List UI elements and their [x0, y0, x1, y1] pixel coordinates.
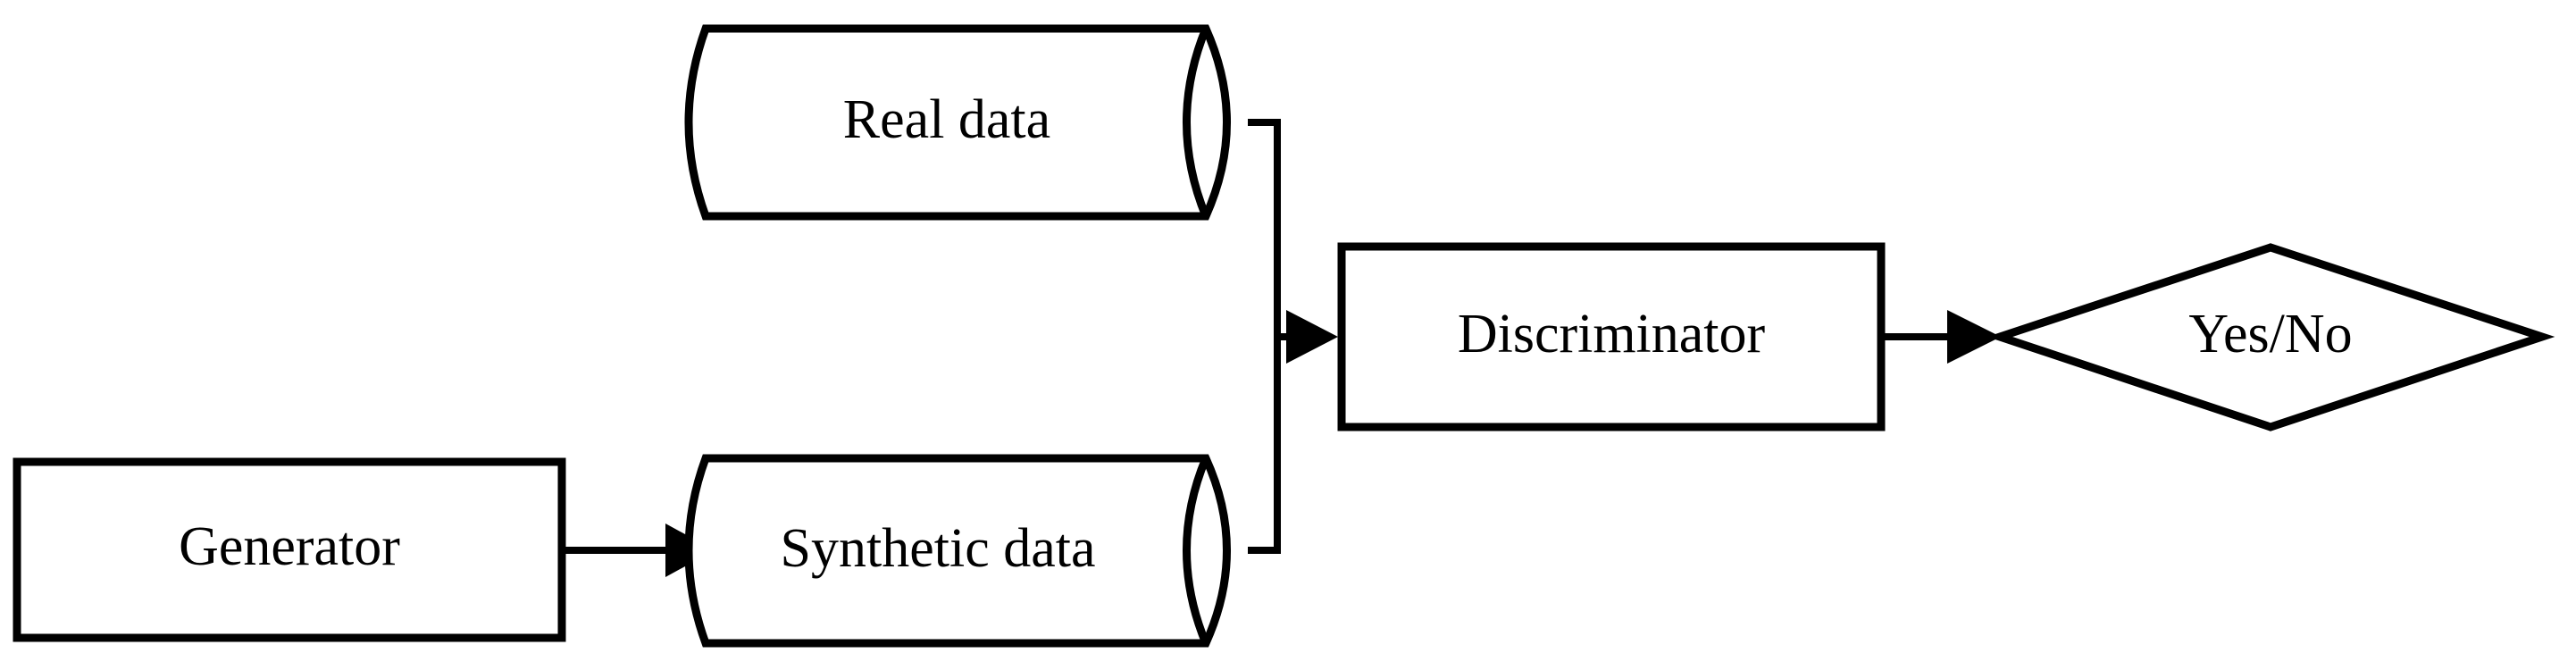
arrowhead-icon — [1947, 310, 2001, 364]
node-generator[interactable]: Generator — [13, 457, 566, 642]
synthetic-data-cylinder-cap — [1183, 456, 1210, 645]
yes-no-diamond — [1986, 243, 2555, 431]
edge-merge-bus — [1248, 119, 1281, 554]
node-synthetic-data[interactable]: Synthetic data — [684, 454, 1231, 648]
arrowhead-icon — [1286, 310, 1338, 364]
discriminator-label: Discriminator — [1458, 304, 1766, 364]
edge-discriminator-to-yes-no — [1885, 310, 2001, 364]
node-discriminator[interactable]: Discriminator — [1337, 242, 1886, 431]
node-yes-no[interactable]: Yes/No — [1986, 243, 2555, 431]
generator-label: Generator — [179, 516, 400, 577]
real-data-label: Real data — [843, 89, 1050, 150]
real-data-cylinder-cap — [1183, 27, 1210, 218]
generator-box — [13, 457, 566, 642]
synthetic-data-label: Synthetic data — [781, 518, 1096, 579]
yes-no-label: Yes/No — [2188, 304, 2352, 364]
node-real-data[interactable]: Real data — [684, 24, 1231, 221]
discriminator-box — [1337, 242, 1886, 431]
edge-data-to-discriminator — [1248, 119, 1338, 554]
